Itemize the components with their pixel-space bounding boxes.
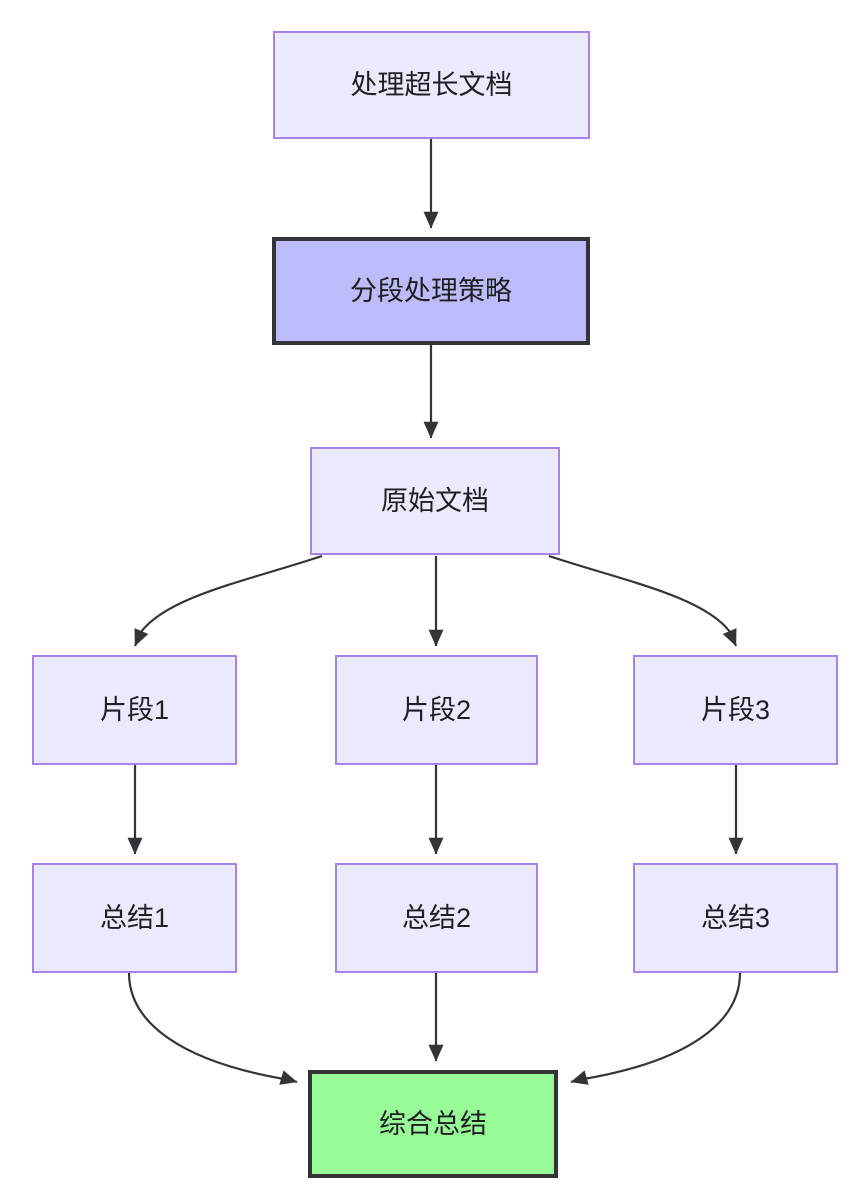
node-label: 总结2 (401, 902, 472, 933)
node-chunking-strategy[interactable]: 分段处理策略 (272, 237, 590, 345)
node-label: 总结1 (99, 902, 170, 933)
edge-summary1-to-final (127, 972, 298, 1085)
edge-original-to-chunk1 (133, 554, 323, 647)
edge-summary3-to-final (570, 972, 742, 1085)
node-chunk-2[interactable]: 片段2 (335, 655, 538, 765)
node-label: 片段1 (99, 694, 170, 725)
node-label: 片段2 (401, 694, 472, 725)
node-comprehensive-summary[interactable]: 综合总结 (308, 1070, 558, 1178)
node-summary-1[interactable]: 总结1 (32, 863, 237, 973)
node-label: 分段处理策略 (350, 275, 512, 306)
edge-original-to-chunk3 (548, 554, 738, 647)
node-label: 原始文档 (381, 485, 489, 516)
node-summary-3[interactable]: 总结3 (633, 863, 838, 973)
node-summary-2[interactable]: 总结2 (335, 863, 538, 973)
node-label: 片段3 (700, 694, 771, 725)
node-label: 处理超长文档 (350, 69, 513, 100)
node-original-document[interactable]: 原始文档 (310, 447, 560, 555)
node-label: 综合总结 (379, 1108, 487, 1139)
node-process-long-document[interactable]: 处理超长文档 (273, 31, 590, 139)
node-label: 总结3 (700, 902, 771, 933)
node-chunk-3[interactable]: 片段3 (633, 655, 838, 765)
node-chunk-1[interactable]: 片段1 (32, 655, 237, 765)
